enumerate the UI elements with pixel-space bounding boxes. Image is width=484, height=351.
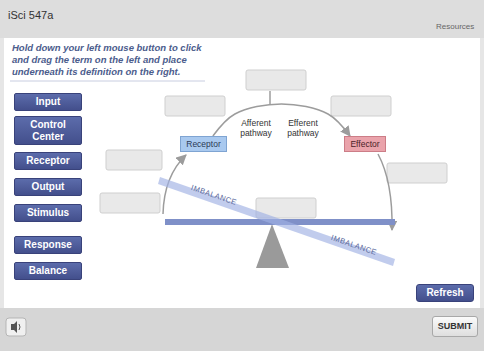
- node-text: Stimulus: [18, 207, 78, 219]
- footer-bar: [0, 308, 484, 351]
- header-bar: [0, 0, 484, 38]
- term-button: Stimulus: [14, 204, 82, 222]
- node-text: Input: [18, 96, 78, 108]
- node-text: Effector: [349, 139, 381, 149]
- drop-targets: [100, 70, 447, 218]
- speaker-icon: [6, 318, 26, 336]
- drop-target: [100, 193, 160, 213]
- node-text: Response: [18, 239, 78, 251]
- drop-target: [106, 150, 162, 170]
- content-panel: [4, 38, 480, 308]
- node-text: Control Center: [18, 119, 78, 142]
- receptor-box: Receptor: [180, 136, 227, 152]
- pathway-arc: [213, 104, 350, 136]
- pathway-label: Afferent pathway: [238, 119, 274, 139]
- drop-target: [165, 96, 225, 116]
- node-text: Refresh: [421, 287, 469, 299]
- node-text: Receptor: [18, 155, 78, 167]
- term-button: Balance: [14, 262, 82, 280]
- resources-link: Resources: [436, 22, 474, 31]
- refresh-button: Refresh: [416, 284, 474, 302]
- rule-line: [10, 81, 205, 82]
- drop-target: [246, 70, 306, 90]
- imbalance-beam: [158, 177, 395, 266]
- response-arrow: [378, 154, 392, 230]
- instruction-text: Hold down your left mouse button to clic…: [12, 42, 208, 78]
- term-button: Receptor: [14, 152, 82, 170]
- seesaw-pivot: [256, 224, 289, 268]
- pathway-label: Efferent pathway: [284, 119, 322, 139]
- term-button: Output: [14, 178, 82, 196]
- effector-box: Effector: [344, 136, 386, 152]
- drop-target: [387, 163, 447, 183]
- term-button: Control Center: [14, 116, 82, 145]
- node-text: Output: [18, 181, 78, 193]
- node-text: Balance: [18, 265, 78, 277]
- drop-target: [331, 96, 391, 116]
- node-text: SUBMIT: [437, 321, 473, 332]
- submit-button: SUBMIT: [432, 316, 478, 337]
- node-text: Receptor: [185, 139, 222, 149]
- term-button: Response: [14, 236, 82, 254]
- tick-line: [269, 91, 271, 104]
- activity-title: iSci 547a: [8, 9, 53, 21]
- term-button: Input: [14, 93, 82, 111]
